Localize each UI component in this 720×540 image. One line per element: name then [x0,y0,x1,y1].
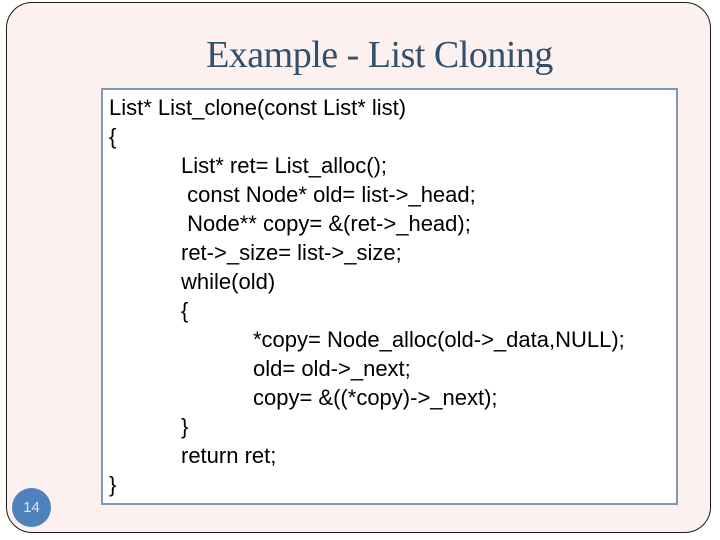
code-text: List* List_clone(const List* list) { Lis… [109,95,625,497]
page-number: 14 [23,499,40,516]
code-block: List* List_clone(const List* list) { Lis… [101,88,678,505]
slide-title: Example - List Cloning [206,34,553,76]
slide: Example - List Cloning List* List_clone(… [6,2,711,533]
page-number-badge: 14 [12,488,51,527]
